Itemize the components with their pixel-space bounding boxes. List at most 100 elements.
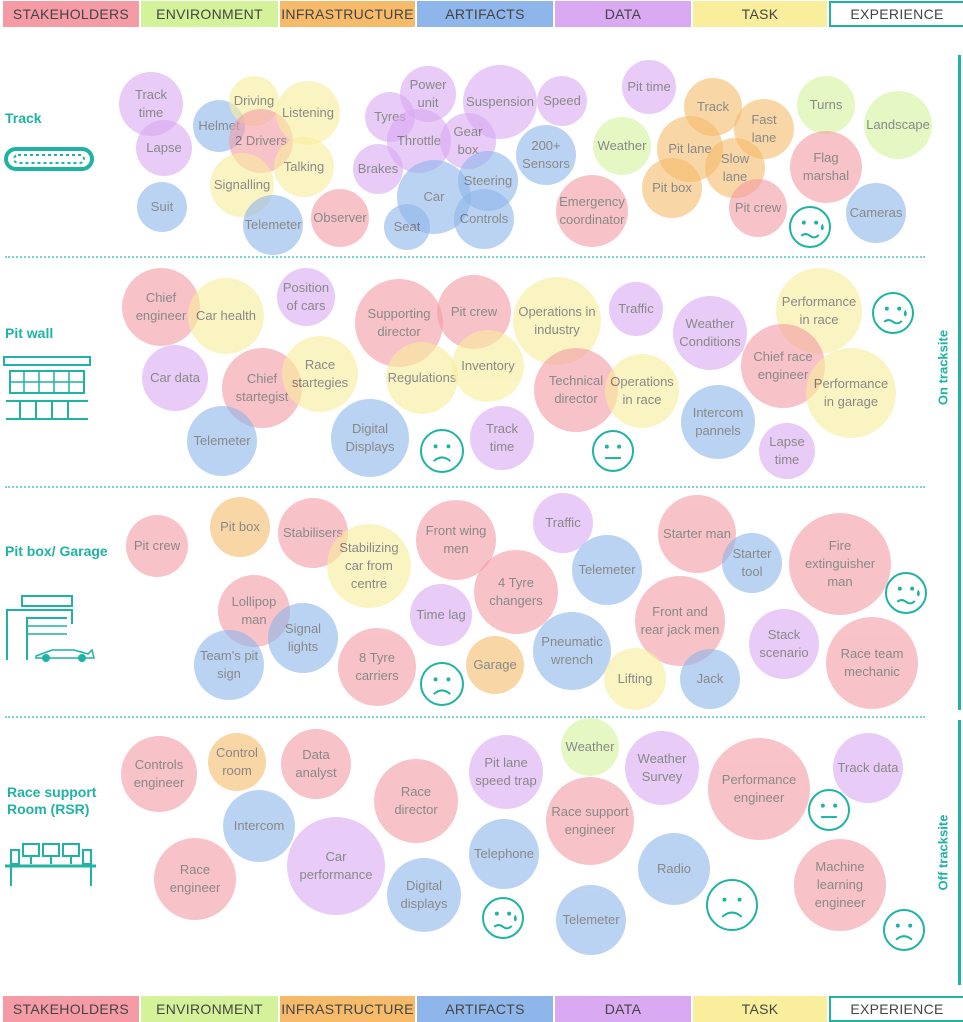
bubble-label: 200+ Sensors <box>522 138 570 171</box>
bubble-label: Jack <box>696 671 724 686</box>
bubble-label: Landscape <box>866 117 930 132</box>
bubble-lifting: Lifting <box>604 648 666 710</box>
bubble-weather-survey: Weather Survey <box>625 731 699 805</box>
bubble-label: Team's pit sign <box>199 648 259 681</box>
bubble-race-team-mechanic: Race team mechanic <box>826 617 918 709</box>
bubble-stabilizing-car-from-centre: Stabilizing car from centre <box>327 524 411 608</box>
track-icon <box>4 147 94 171</box>
bubble-car-performance: Car performance <box>287 817 385 915</box>
bubble-race-support-engineer: Race support engineer <box>546 777 634 865</box>
bubble-label: Race startegies <box>291 357 349 390</box>
bubble-label: Front wing men <box>425 523 487 556</box>
bubble-label: Chief startegist <box>235 371 289 404</box>
bubble-200-sensors: 200+ Sensors <box>516 125 576 185</box>
experience-face-worried-icon <box>872 292 914 334</box>
legend-infrastructure: INFRASTRUCTURE <box>280 1 415 27</box>
bubble-label: Radio <box>657 861 691 876</box>
bubble-label: Emergency coordinator <box>559 194 625 227</box>
control-room-icon <box>5 843 96 886</box>
bubble-pit-time: Pit time <box>622 60 676 114</box>
bubble-label: Fast lane <box>751 112 777 145</box>
bubble-flag-marshal: Flag marshal <box>790 131 862 203</box>
bubble-controls: Controls <box>454 189 514 249</box>
bubble-time-lag: Time lag <box>410 584 472 646</box>
bubble-label: Signal lights <box>284 621 322 654</box>
bubble-label: Pit lane <box>668 141 712 156</box>
bubble-race-engineer: Race engineer <box>154 838 236 920</box>
bubble-fire-extinguisher-man: Fire extinguisher man <box>789 513 891 615</box>
bubble-weather: Weather <box>593 117 651 175</box>
bubble-label: Telephone <box>474 846 534 861</box>
bubble-regulations: Regulations <box>386 342 458 414</box>
bubble-chief-engineer: Chief engineer <box>122 268 200 346</box>
bubble-position-of-cars: Position of cars <box>277 268 335 326</box>
bubble-label: Pit time <box>627 79 671 94</box>
bubble-signal-lights: Signal lights <box>268 603 338 673</box>
bubble-label: Chief engineer <box>135 290 187 323</box>
bubble-label: Weather Survey <box>637 751 687 784</box>
bubble-label: Weather Conditions <box>679 316 741 349</box>
bubble-label: Car health <box>196 308 256 323</box>
legend-artifacts: ARTIFACTS <box>417 1 553 27</box>
bubble-race-startegies: Race startegies <box>282 336 358 412</box>
lane-title-pit-wall: Pit wall <box>5 325 54 341</box>
bubble-label: Suit <box>150 199 174 214</box>
bubble-pit-crew: Pit crew <box>126 515 188 577</box>
bubble-label: Lapse <box>146 140 182 155</box>
bubble-label: Digital Displays <box>345 421 395 454</box>
bubble-race-director: Race director <box>374 759 458 843</box>
lane-title-track: Track <box>5 110 42 126</box>
bubble-label: Fire extinguisher man <box>804 538 876 589</box>
bubble-talking: Talking <box>274 137 334 197</box>
lane-divider <box>5 486 925 488</box>
on-tracksite-label: On tracksite <box>935 329 951 406</box>
bubble-label: Intercom pannels <box>692 405 744 438</box>
experience-face-sad-icon <box>706 879 758 931</box>
bubble-car-data: Car data <box>142 345 208 411</box>
bubble-telemeter: Telemeter <box>572 535 642 605</box>
bubble-performance-engineer: Performance engineer <box>708 738 810 840</box>
bubble-label: Suspension <box>466 94 534 109</box>
bubble-label: Stabilisers <box>283 525 343 540</box>
bubble-traffic: Traffic <box>609 282 663 336</box>
bubble-label: Telemeter <box>193 433 251 448</box>
bubble-pit-box: Pit box <box>642 158 702 218</box>
bubble-label: Lifting <box>617 671 653 686</box>
bubble-label: Telemeter <box>578 562 636 577</box>
bubble-label: Pit crew <box>133 538 181 553</box>
experience-face-worried-icon <box>482 897 524 939</box>
bubble-lapse-time: Lapse time <box>759 423 815 479</box>
bubble-label: Observer <box>313 210 367 225</box>
experience-face-sad-icon <box>883 909 925 951</box>
experience-face-sad-icon <box>420 429 464 473</box>
bubble-brakes: Brakes <box>353 144 403 194</box>
bubble-controls-engineer: Controls engineer <box>121 736 197 812</box>
bubble-label: Inventory <box>461 358 515 373</box>
experience-face-neutral-icon <box>808 789 850 831</box>
bubble-label: Digital displays <box>400 878 448 911</box>
bubble-label: Control room <box>216 745 258 778</box>
legend-task: TASK <box>693 996 827 1022</box>
legend-experience: EXPERIENCE <box>829 996 963 1022</box>
bubble-track-time: Track time <box>470 406 534 470</box>
bubble-telemeter: Telemeter <box>556 885 626 955</box>
bubble-label: Front and rear jack men <box>640 604 720 637</box>
bubble-label: Controls <box>459 211 509 226</box>
bubble-label: Slow lane <box>720 151 750 184</box>
bubble-intercom-pannels: Intercom pannels <box>681 385 755 459</box>
bubble-label: Car data <box>150 370 200 385</box>
bubble-digital-displays: Digital displays <box>387 858 461 932</box>
bubble-label: Driving <box>233 93 275 108</box>
bubble-label: Seat <box>393 219 421 234</box>
bubble-landscape: Landscape <box>864 91 932 159</box>
bubble-label: Race engineer <box>169 862 221 895</box>
bubble-4-tyre-changers: 4 Tyre changers <box>474 550 558 634</box>
bubble-label: Data analyst <box>295 747 337 780</box>
bubble-telemeter: Telemeter <box>243 195 303 255</box>
bubble-track-data: Track data <box>833 733 903 803</box>
bubble-label: Lollipop man <box>231 594 277 627</box>
bubble-digital-displays: Digital Displays <box>331 399 409 477</box>
bubble-inventory: Inventory <box>452 330 524 402</box>
lane-divider <box>5 716 925 718</box>
